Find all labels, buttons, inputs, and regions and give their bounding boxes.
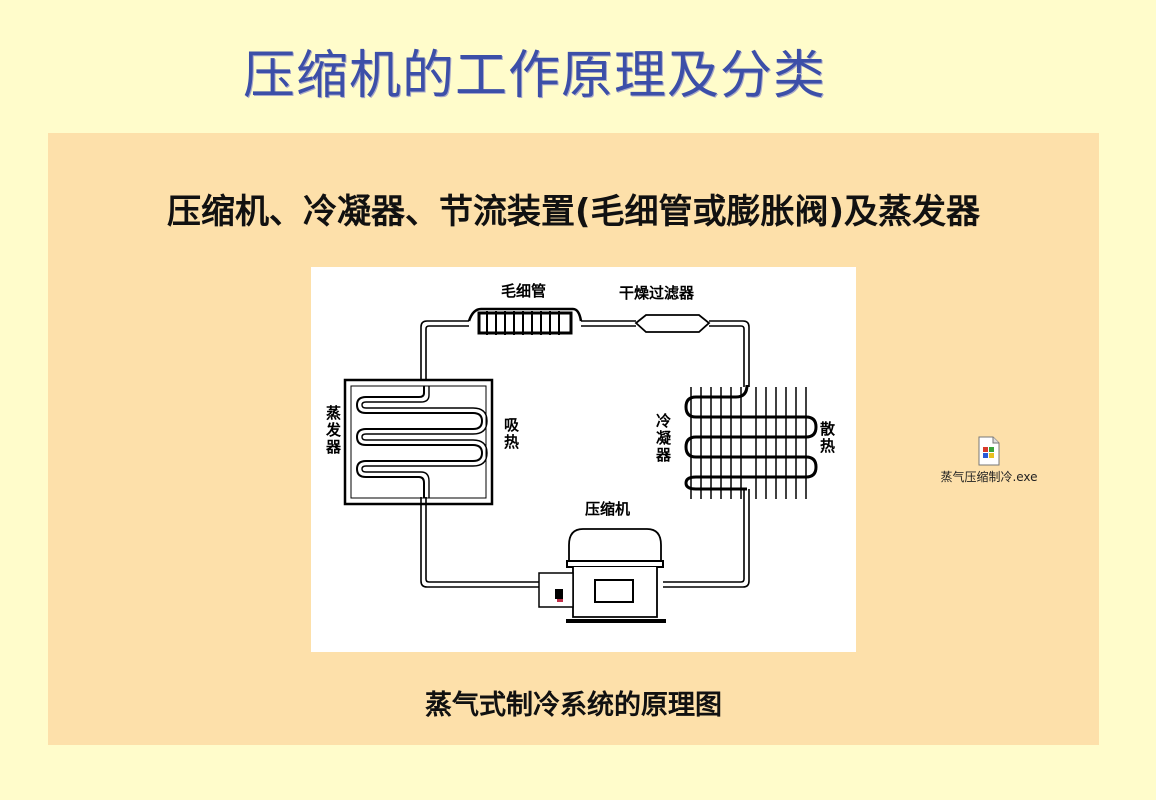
exe-file-label: 蒸气压缩制冷.exe (940, 470, 1038, 484)
release-heat-label: 散热 (818, 421, 836, 455)
executable-file-icon (978, 436, 1000, 466)
diagram-caption: 蒸气式制冷系统的原理图 (425, 690, 722, 721)
capillary-coil (467, 307, 583, 335)
dryer-filter-label: 干燥过滤器 (619, 284, 695, 302)
absorb-heat-label: 吸热 (502, 417, 520, 451)
condenser-label: 冷凝器 (654, 413, 672, 464)
refrigeration-cycle-drawing (343, 307, 818, 623)
exe-file-shortcut[interactable]: 蒸气压缩制冷.exe (924, 436, 1054, 485)
condenser (684, 384, 818, 499)
slide-title: 压缩机的工作原理及分类 (243, 46, 827, 106)
evaporator-label: 蒸发器 (324, 405, 342, 456)
content-panel: 压缩机、冷凝器、节流装置(毛细管或膨胀阀)及蒸发器 (48, 133, 1099, 745)
dryer-filter (634, 314, 711, 333)
capillary-label: 毛细管 (501, 282, 547, 300)
refrigeration-diagram: 毛细管 干燥过滤器 蒸发器 吸热 冷凝器 散热 压缩机 (311, 267, 856, 652)
compressor-label: 压缩机 (585, 500, 631, 518)
slide-subtitle: 压缩机、冷凝器、节流装置(毛细管或膨胀阀)及蒸发器 (166, 192, 981, 232)
evaporator (343, 378, 494, 506)
compressor (538, 528, 666, 623)
